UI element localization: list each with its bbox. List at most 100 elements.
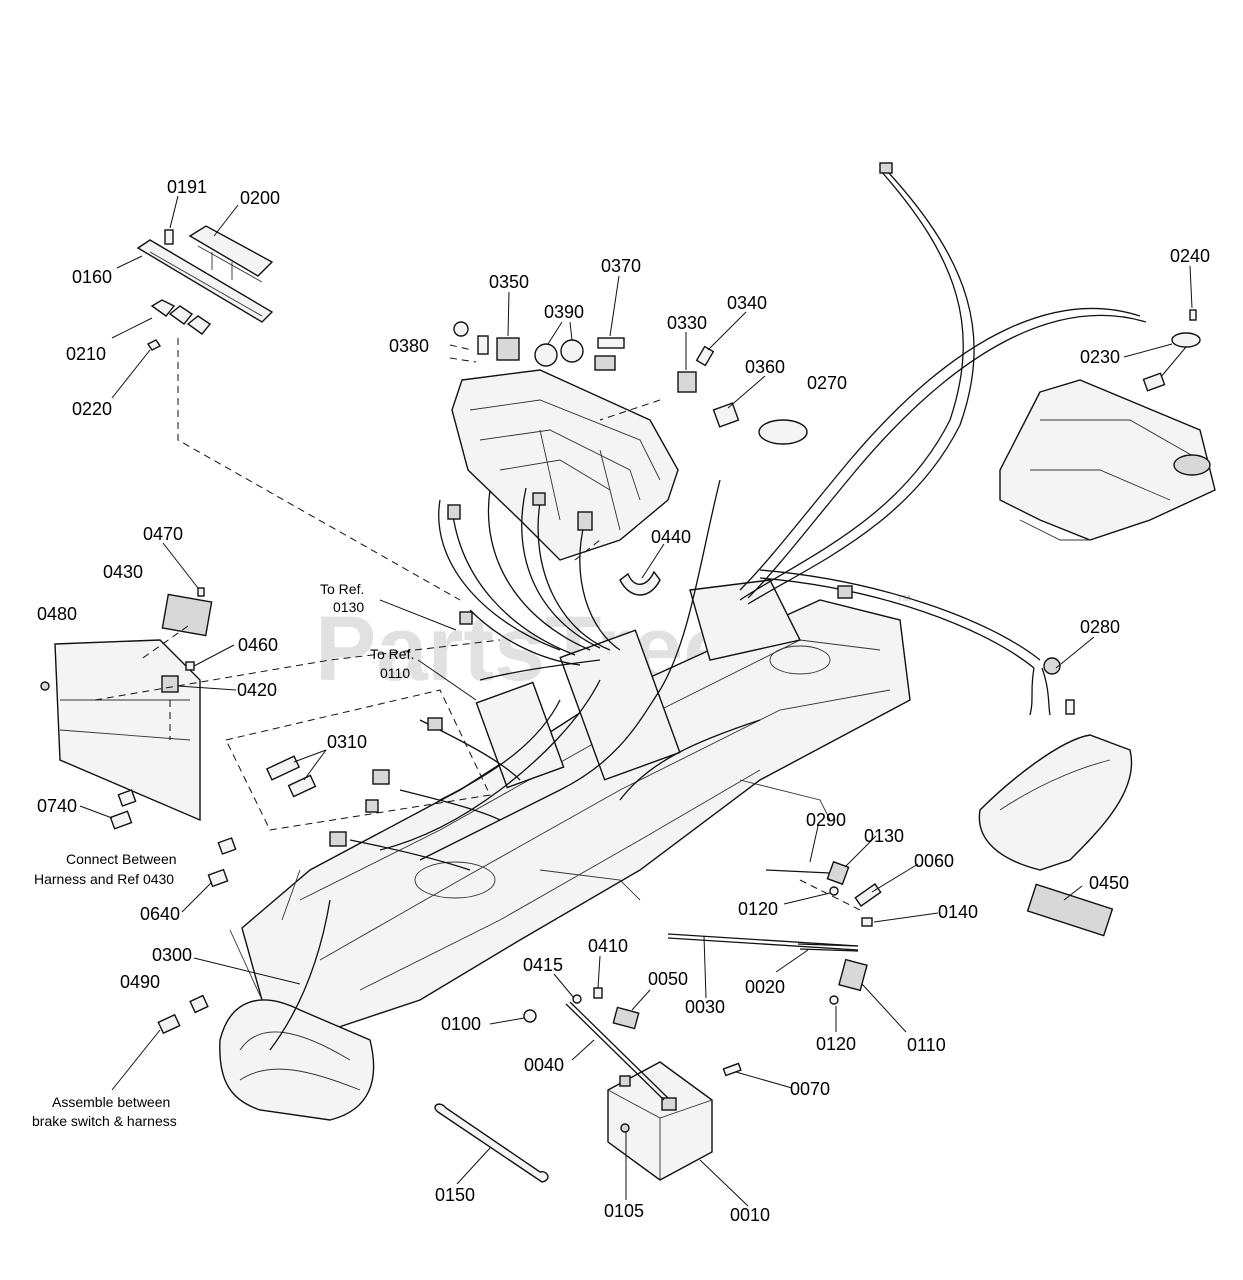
module-0430[interactable] <box>161 593 213 637</box>
callout-0220: 0220 <box>72 399 112 419</box>
screw-0220[interactable] <box>146 339 162 351</box>
connector-0640[interactable] <box>207 868 229 888</box>
battery-area <box>434 987 742 1183</box>
boot-0060[interactable] <box>854 883 882 907</box>
callout-0130: 0130 <box>864 826 904 846</box>
dash-tower <box>451 321 808 561</box>
callout-0350: 0350 <box>489 272 529 292</box>
nut-0120-a[interactable] <box>829 886 839 896</box>
bolt-0410[interactable] <box>593 987 603 999</box>
callout-0380: 0380 <box>389 336 429 356</box>
note-to-ref-0130: To Ref. <box>320 581 364 597</box>
harness-connector[interactable] <box>427 717 443 731</box>
harness-connector[interactable] <box>329 831 347 847</box>
harness-connector[interactable] <box>447 504 461 520</box>
callout-0740: 0740 <box>37 796 77 816</box>
plug-0280[interactable] <box>1043 657 1061 675</box>
light-0390-a[interactable] <box>534 343 558 367</box>
screw-0460[interactable] <box>185 661 195 671</box>
bolt-0480[interactable] <box>40 681 50 691</box>
callout-0415: 0415 <box>523 955 563 975</box>
rocker-switch-0350[interactable] <box>496 337 520 361</box>
note-connect-between: Connect Between <box>66 851 177 867</box>
watermark-trademark: ™ <box>896 593 912 610</box>
clamp-0440[interactable] <box>619 570 661 596</box>
relay-0420[interactable] <box>161 675 179 693</box>
callout-0310: 0310 <box>327 732 367 752</box>
cable-0030[interactable] <box>667 933 859 947</box>
harness-connector[interactable] <box>879 162 893 174</box>
ignition-switch-0330[interactable] <box>677 371 697 393</box>
screw-0470[interactable] <box>197 587 205 597</box>
decal-0210[interactable] <box>186 315 212 335</box>
harness-connector[interactable] <box>365 799 379 813</box>
pedal-pad-0450[interactable] <box>1026 883 1114 937</box>
knob-0380[interactable] <box>453 321 469 337</box>
callout-0100: 0100 <box>441 1014 481 1034</box>
callout-0460: 0460 <box>238 635 278 655</box>
callout-labels: 0191 0200 0160 0210 0220 0350 0370 0390 … <box>37 177 1210 1225</box>
cable-0290[interactable] <box>765 869 831 874</box>
nut-0140[interactable] <box>861 917 873 927</box>
switch-0380[interactable] <box>477 335 489 355</box>
cable-0040[interactable] <box>565 1003 665 1101</box>
right-fender <box>978 734 1133 937</box>
callout-0110: 0110 <box>907 1035 946 1055</box>
harness-connector[interactable] <box>837 585 853 599</box>
vent-0105[interactable] <box>620 1123 630 1133</box>
switch-0370[interactable] <box>594 355 616 371</box>
nut-0415[interactable] <box>572 994 582 1004</box>
lower-left-parts <box>109 755 317 1035</box>
key-0340[interactable] <box>695 345 715 367</box>
switch-0310-a[interactable] <box>265 755 301 781</box>
harness-connector[interactable] <box>459 611 473 625</box>
lens-0370[interactable] <box>597 337 625 349</box>
light-0390-b[interactable] <box>560 339 584 363</box>
note-to-ref-0110: To Ref. <box>370 646 414 662</box>
solenoid-0110[interactable] <box>838 958 868 992</box>
wiring-harness <box>269 162 1147 1051</box>
nut-0100[interactable] <box>523 1009 537 1023</box>
harness-connector[interactable] <box>577 511 593 531</box>
assembly-guides <box>94 338 861 911</box>
decal-0270[interactable] <box>758 419 808 445</box>
connector-0740[interactable] <box>109 810 133 830</box>
callout-0140: 0140 <box>938 902 978 922</box>
callout-0410: 0410 <box>588 936 628 956</box>
sender-0230[interactable] <box>1171 332 1201 348</box>
bolt-0070[interactable] <box>722 1062 742 1077</box>
clip-0191[interactable] <box>164 229 174 245</box>
solenoid-0130[interactable] <box>826 860 850 886</box>
callout-0160: 0160 <box>72 267 112 287</box>
cable-0020[interactable] <box>797 943 859 947</box>
connector-0490[interactable] <box>157 1013 181 1035</box>
foot-plate <box>219 999 375 1121</box>
gauge-cluster-0200[interactable] <box>188 225 274 277</box>
callout-0430: 0430 <box>103 562 143 582</box>
callout-0020: 0020 <box>745 977 785 997</box>
hour-meter-0360[interactable] <box>712 402 740 428</box>
diagram-notes: To Ref. 0130 To Ref. 0110 Connect Betwee… <box>32 581 414 1129</box>
nut-0120-b[interactable] <box>829 995 839 1005</box>
callout-0150: 0150 <box>435 1185 475 1205</box>
callout-0340: 0340 <box>727 293 767 313</box>
callout-0290: 0290 <box>806 810 846 830</box>
callout-0300: 0300 <box>152 945 192 965</box>
callout-0360: 0360 <box>745 357 785 377</box>
callout-0060: 0060 <box>914 851 954 871</box>
callout-0240: 0240 <box>1170 246 1210 266</box>
note-brake-switch-harness: brake switch & harness <box>32 1113 177 1129</box>
dash-bezel-0160[interactable] <box>136 239 274 323</box>
strap-0150[interactable] <box>434 1103 549 1183</box>
harness-connector[interactable] <box>372 769 390 785</box>
switch-0310-b[interactable] <box>287 774 317 798</box>
harness-connector[interactable] <box>532 492 546 506</box>
boot-0050[interactable] <box>612 1006 640 1030</box>
callout-0030: 0030 <box>685 997 725 1017</box>
ignition-harness-0280 <box>1029 657 1075 716</box>
callout-0370: 0370 <box>601 256 641 276</box>
callout-0270: 0270 <box>807 373 847 393</box>
screw-0240[interactable] <box>1189 309 1197 321</box>
callout-0070: 0070 <box>790 1079 830 1099</box>
